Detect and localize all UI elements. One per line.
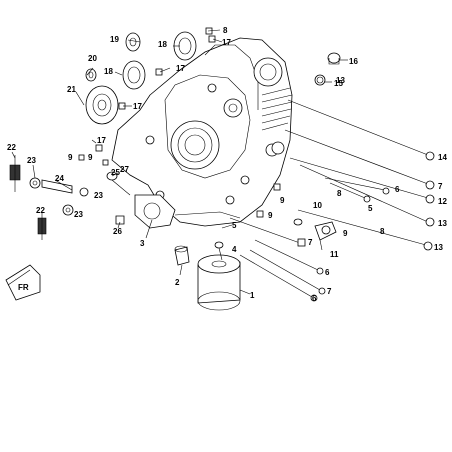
part-label: 19 [110, 35, 119, 44]
part-label: 25 [111, 168, 120, 177]
part-label: 8 [380, 227, 385, 236]
part-label: 17 [133, 102, 142, 111]
part-label: 23 [27, 156, 36, 165]
filler-cap [271, 52, 341, 155]
part-label: 23 [74, 210, 83, 219]
part-label: 3 [140, 239, 145, 248]
part-label: 9 [343, 229, 348, 238]
part-label: 17 [97, 136, 106, 145]
oil-filter [174, 241, 241, 311]
part-label: 7 [308, 238, 313, 247]
part-label: 9 [68, 153, 73, 162]
part-label: 14 [438, 153, 447, 162]
part-label: 21 [67, 85, 76, 94]
sensor-assembly [293, 218, 337, 251]
part-label: 5 [232, 221, 237, 230]
part-label: 2 [175, 278, 180, 287]
part-label: 13 [336, 76, 345, 85]
part-label: 24 [55, 174, 64, 183]
part-label: 9 [280, 196, 285, 205]
part-label: 15 [334, 79, 343, 88]
part-label: 22 [7, 143, 16, 152]
bolts [229, 99, 435, 302]
part-label: 9 [88, 153, 93, 162]
part-label: 13 [438, 219, 447, 228]
part-label: 12 [438, 197, 447, 206]
part-label: 6 [395, 185, 400, 194]
part-label: 20 [88, 54, 97, 63]
bearings [85, 31, 197, 125]
leader-lines [11, 29, 348, 295]
part-label: 23 [94, 191, 103, 200]
part-label: 7 [327, 287, 332, 296]
part-label: 5 [368, 204, 373, 213]
part-label: 27 [120, 165, 129, 174]
part-label: 26 [113, 227, 122, 236]
part-label: 4 [232, 245, 237, 254]
part-label: 9 [268, 211, 273, 220]
crankcase-cover [111, 37, 293, 229]
part-label: 18 [104, 67, 113, 76]
fr-badge-text: FR [18, 283, 29, 292]
part-label: 7 [438, 182, 443, 191]
part-label: 6 [312, 294, 317, 303]
part-label: 6 [325, 268, 330, 277]
part-label: 17 [222, 38, 231, 47]
part-label: 13 [434, 243, 443, 252]
part-label: 1 [250, 291, 255, 300]
part-label: 22 [36, 206, 45, 215]
part-label: 11 [330, 250, 339, 259]
part-label: 17 [176, 64, 185, 73]
part-label: 10 [313, 201, 322, 210]
part-label: 8 [337, 189, 342, 198]
part-labels: 1 2 3 4 5 5 6 6 6 7 7 7 8 8 8 9 9 9 9 9 … [7, 26, 447, 303]
part-label: 8 [223, 26, 228, 35]
part-label: 18 [158, 40, 167, 49]
fr-direction-badge: FR [5, 264, 41, 301]
part-label: 16 [349, 57, 358, 66]
left-fittings [9, 155, 131, 240]
